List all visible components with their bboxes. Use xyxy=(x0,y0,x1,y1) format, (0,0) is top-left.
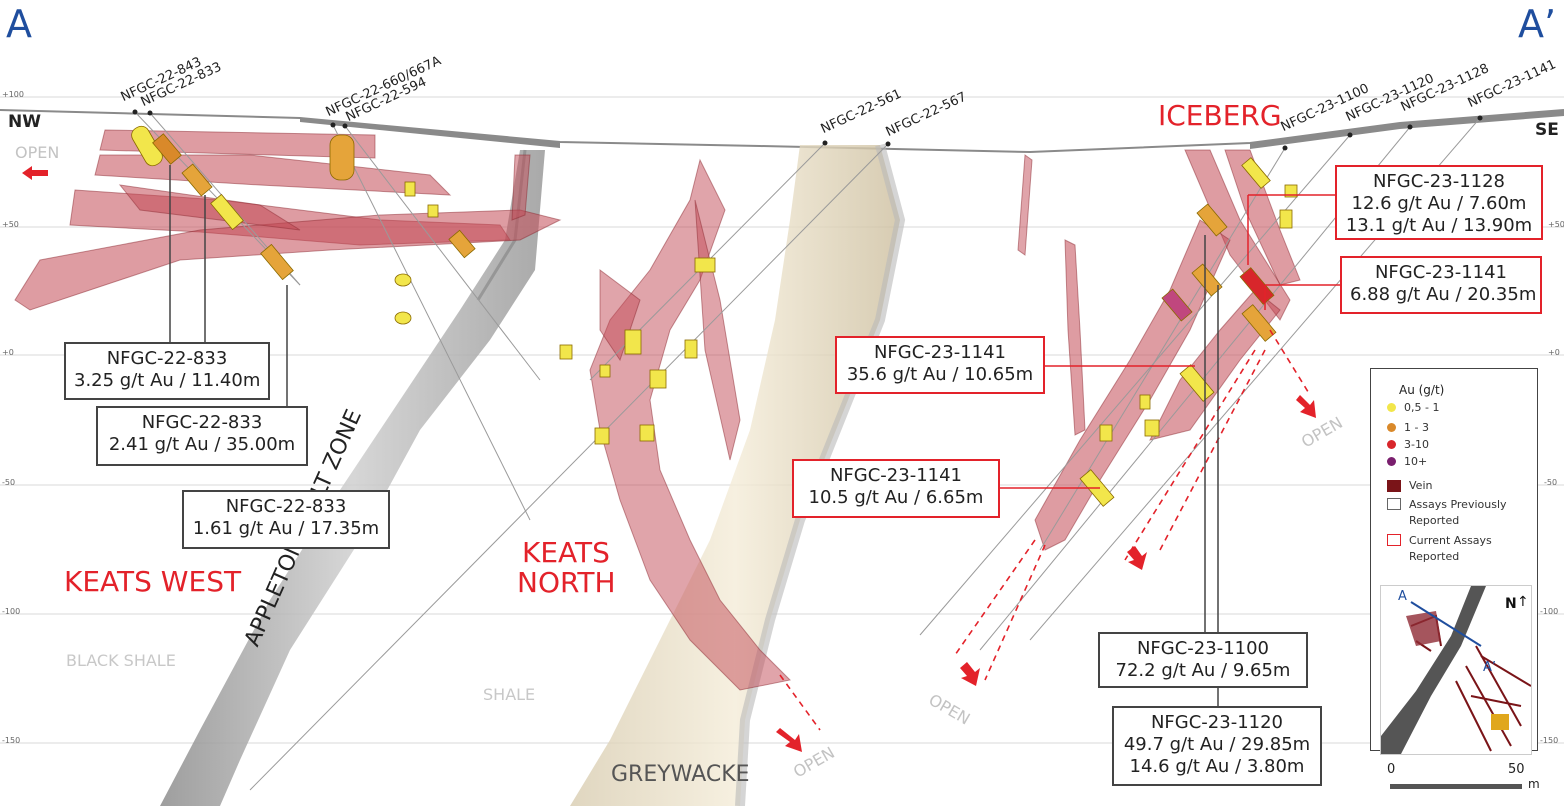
elev-left-0: +0 xyxy=(2,348,14,357)
assay-callout-box: NFGC-23-1141 10.5 g/t Au / 6.65m xyxy=(792,459,1000,518)
assay-callout-box: NFGC-23-1141 6.88 g/t Au / 20.35m xyxy=(1340,256,1542,314)
nw-direction-label: NW xyxy=(8,112,41,132)
callout-value: 1.61 g/t Au / 17.35m xyxy=(192,518,380,539)
assay-callout-box: NFGC-23-1141 35.6 g/t Au / 10.65m xyxy=(835,336,1045,394)
legend-vein-label: Vein xyxy=(1409,479,1433,492)
se-direction-label: SE xyxy=(1535,120,1559,140)
legend-grade-label: 0,5 - 1 xyxy=(1404,401,1440,414)
keats-north-label-2: NORTH xyxy=(517,566,616,599)
grade-swatch-icon xyxy=(1387,403,1396,412)
legend-vein-row: Vein xyxy=(1387,479,1432,492)
north-arrow-label: N xyxy=(1505,596,1517,612)
assay-callout-box: NFGC-23-1128 12.6 g/t Au / 7.60m 13.1 g/… xyxy=(1335,165,1543,240)
callout-hole: NFGC-22-833 xyxy=(225,496,347,517)
legend-prev-row: Assays Previously Reported xyxy=(1387,497,1529,529)
legend-grade-label: 3-10 xyxy=(1404,438,1429,451)
legend-curr-row: Current Assays Reported xyxy=(1387,533,1529,565)
keats-west-label: KEATS WEST xyxy=(64,565,242,598)
scale-fifty: 50 xyxy=(1508,762,1525,777)
elev-right-50: +50 xyxy=(1548,220,1564,229)
prev-swatch-icon xyxy=(1387,498,1401,510)
legend-grade-label: 10+ xyxy=(1404,455,1428,468)
elev-right-neg50: -50 xyxy=(1544,478,1558,487)
curr-swatch-icon xyxy=(1387,534,1401,546)
callout-value: 72.2 g/t Au / 9.65m xyxy=(1115,660,1291,681)
callout-value: 6.88 g/t Au / 20.35m xyxy=(1350,284,1537,305)
elev-left-neg50: -50 xyxy=(2,478,16,487)
section-start-label: A xyxy=(6,2,32,46)
callout-hole: NFGC-23-1141 xyxy=(1374,262,1508,283)
elev-right-0: +0 xyxy=(1548,348,1560,357)
elev-left-neg100: -100 xyxy=(2,607,21,616)
black-shale-label: BLACK SHALE xyxy=(66,651,176,670)
elev-right-neg100: -100 xyxy=(1540,607,1559,616)
callout-value: 10.5 g/t Au / 6.65m xyxy=(808,487,984,508)
greywacke-label: GREYWACKE xyxy=(611,762,750,787)
assay-callout-box: NFGC-23-1120 49.7 g/t Au / 29.85m 14.6 g… xyxy=(1112,706,1322,786)
legend-curr-label: Current Assays Reported xyxy=(1409,534,1492,563)
elev-right-neg150: -150 xyxy=(1540,736,1559,745)
elev-left-neg150: -150 xyxy=(2,736,21,745)
callout-hole: NFGC-23-1141 xyxy=(873,342,1007,363)
callout-hole: NFGC-22-833 xyxy=(106,348,228,369)
scale-bar xyxy=(1390,784,1522,789)
grade-swatch-icon xyxy=(1387,457,1396,466)
legend-prev-label: Assays Previously Reported xyxy=(1409,498,1507,527)
assay-callout-box: NFGC-22-833 1.61 g/t Au / 17.35m xyxy=(182,490,390,549)
keats-west-veins xyxy=(14,129,562,311)
open-dashed-lines xyxy=(779,329,1311,731)
callout-value: 35.6 g/t Au / 10.65m xyxy=(846,364,1034,385)
section-end-label: A’ xyxy=(1518,2,1557,46)
map-a-label: A xyxy=(1398,589,1407,604)
callout-value: 3.25 g/t Au / 11.40m xyxy=(74,370,261,391)
callout-hole: NFGC-23-1141 xyxy=(829,465,963,486)
callout-value: 12.6 g/t Au / 7.60m xyxy=(1351,193,1527,214)
red-leader-lines xyxy=(1000,194,1340,489)
callout-value: 49.7 g/t Au / 29.85m xyxy=(1123,734,1311,755)
callout-hole: NFGC-23-1128 xyxy=(1372,171,1506,192)
callout-value: 13.1 g/t Au / 13.90m xyxy=(1345,215,1533,236)
callout-hole: NFGC-23-1100 xyxy=(1136,638,1270,659)
greywacke-band xyxy=(570,145,900,806)
shale-label: SHALE xyxy=(483,685,536,704)
grade-swatch-icon xyxy=(1387,423,1396,432)
callout-value: 14.6 g/t Au / 3.80m xyxy=(1129,756,1305,777)
scale-zero: 0 xyxy=(1387,762,1396,777)
assay-callout-box: NFGC-22-833 2.41 g/t Au / 35.00m xyxy=(96,406,308,466)
appleton-fault-zone xyxy=(160,150,545,806)
callout-hole: NFGC-22-833 xyxy=(141,412,263,433)
assay-intervals xyxy=(131,125,1298,507)
open-arrows xyxy=(22,166,1316,752)
scale-unit: m xyxy=(1528,777,1540,791)
callout-leader-lines xyxy=(169,165,1219,706)
legend-grade-row: 10+ xyxy=(1387,455,1427,468)
keats-north-label-1: KEATS xyxy=(522,536,610,569)
callout-hole: NFGC-23-1120 xyxy=(1150,712,1284,733)
legend-grade-row: 0,5 - 1 xyxy=(1387,401,1439,414)
location-map xyxy=(1380,585,1532,755)
grade-swatch-icon xyxy=(1387,440,1396,449)
legend-grade-row: 3-10 xyxy=(1387,438,1429,451)
legend-grade-label: 1 - 3 xyxy=(1404,421,1429,434)
vein-swatch-icon xyxy=(1387,480,1401,492)
callout-value: 2.41 g/t Au / 35.00m xyxy=(108,434,296,455)
iceberg-label: ICEBERG xyxy=(1158,99,1282,132)
assay-callout-box: NFGC-22-833 3.25 g/t Au / 11.40m xyxy=(64,342,270,400)
map-a-prime-label: A’ xyxy=(1483,660,1497,675)
assay-callout-box: NFGC-23-1100 72.2 g/t Au / 9.65m xyxy=(1098,632,1308,688)
open-label-left: OPEN xyxy=(15,143,60,162)
elev-left-50: +50 xyxy=(2,220,19,229)
legend-grade-row: 1 - 3 xyxy=(1387,421,1429,434)
elev-left-100: +100 xyxy=(2,90,24,99)
drill-collars xyxy=(132,109,1483,151)
legend-title: Au (g/t) xyxy=(1399,383,1445,397)
north-arrow-icon: ↑ xyxy=(1517,594,1529,610)
